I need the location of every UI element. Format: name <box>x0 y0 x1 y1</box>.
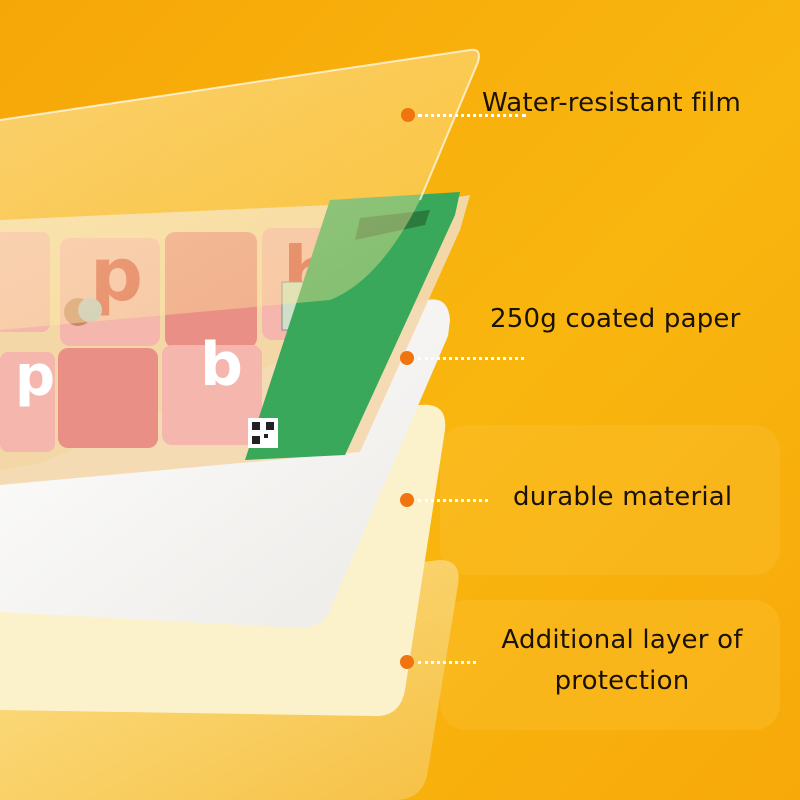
callout-panel <box>440 600 780 730</box>
callout-dot <box>401 108 415 122</box>
callout-leader <box>418 357 524 360</box>
callout-dot <box>400 351 414 365</box>
callout-panel <box>440 425 780 575</box>
callout-label: Water-resistant film <box>482 88 741 118</box>
callout-label: durable material <box>513 482 733 512</box>
callout-dot <box>400 493 414 507</box>
callout-leader <box>418 499 488 502</box>
callout-dot <box>400 655 414 669</box>
callout-label: Additional layer of protection <box>501 625 743 696</box>
callout-leader <box>418 661 476 664</box>
callout-leader <box>418 114 526 117</box>
callout-label: 250g coated paper <box>490 304 741 334</box>
svg-text:b: b <box>200 330 243 400</box>
water-resistant-film-layer <box>0 49 479 330</box>
svg-text:p: p <box>15 344 55 409</box>
